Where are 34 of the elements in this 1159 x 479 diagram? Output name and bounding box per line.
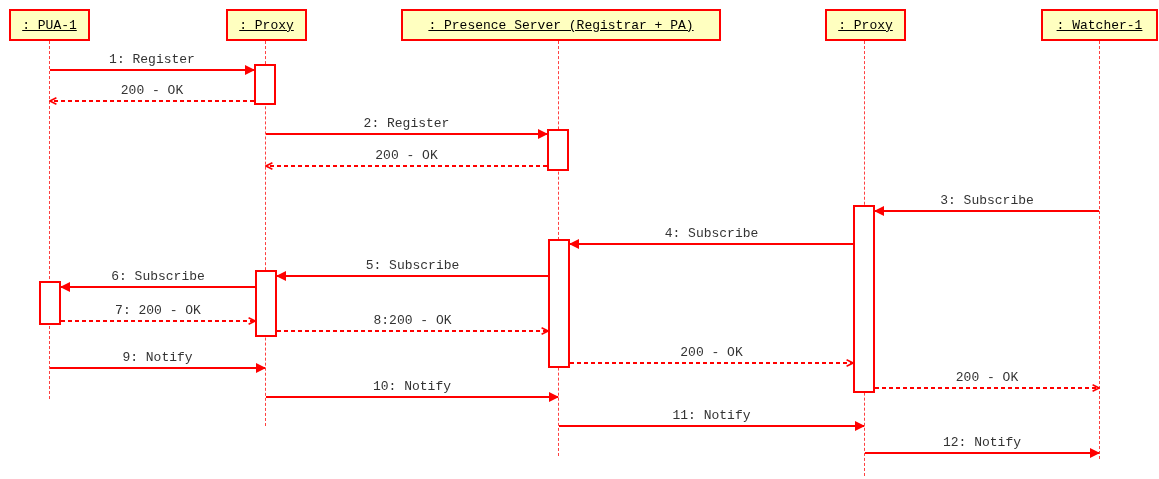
- message-arrow: [874, 206, 1100, 216]
- return-arrow: [276, 327, 549, 335]
- lifeline: [1099, 41, 1100, 459]
- message-arrow: [569, 239, 854, 249]
- message-arrow: [49, 363, 266, 373]
- edge-label: 11: Notify: [670, 408, 753, 423]
- message-arrow: [265, 392, 559, 402]
- participant-box: : Proxy: [226, 9, 307, 41]
- message-arrow: [49, 65, 255, 75]
- participant-box: : Watcher-1: [1041, 9, 1158, 41]
- return-arrow: [49, 97, 255, 105]
- return-arrow: [569, 359, 854, 367]
- message-arrow: [558, 421, 865, 431]
- edge-label: 2: Register: [361, 116, 452, 131]
- activation-bar: [255, 270, 277, 337]
- edge-label: 10: Notify: [371, 379, 453, 394]
- message-arrow: [60, 282, 256, 292]
- participant-box: : Presence Server (Registrar + PA): [401, 9, 721, 41]
- message-arrow: [276, 271, 549, 281]
- return-arrow: [874, 384, 1100, 392]
- edge-label: 9: Notify: [120, 350, 195, 365]
- return-arrow: [265, 162, 548, 170]
- activation-bar: [547, 129, 569, 171]
- activation-bar: [853, 205, 875, 393]
- activation-bar: [254, 64, 276, 105]
- activation-bar: [39, 281, 61, 325]
- message-arrow: [265, 129, 548, 139]
- message-arrow: [864, 448, 1100, 458]
- edge-label: 12: Notify: [941, 435, 1023, 450]
- participant-box: : PUA-1: [9, 9, 90, 41]
- activation-bar: [548, 239, 570, 368]
- return-arrow: [60, 317, 256, 325]
- participant-box: : Proxy: [825, 9, 906, 41]
- edge-label: 1: Register: [107, 52, 197, 67]
